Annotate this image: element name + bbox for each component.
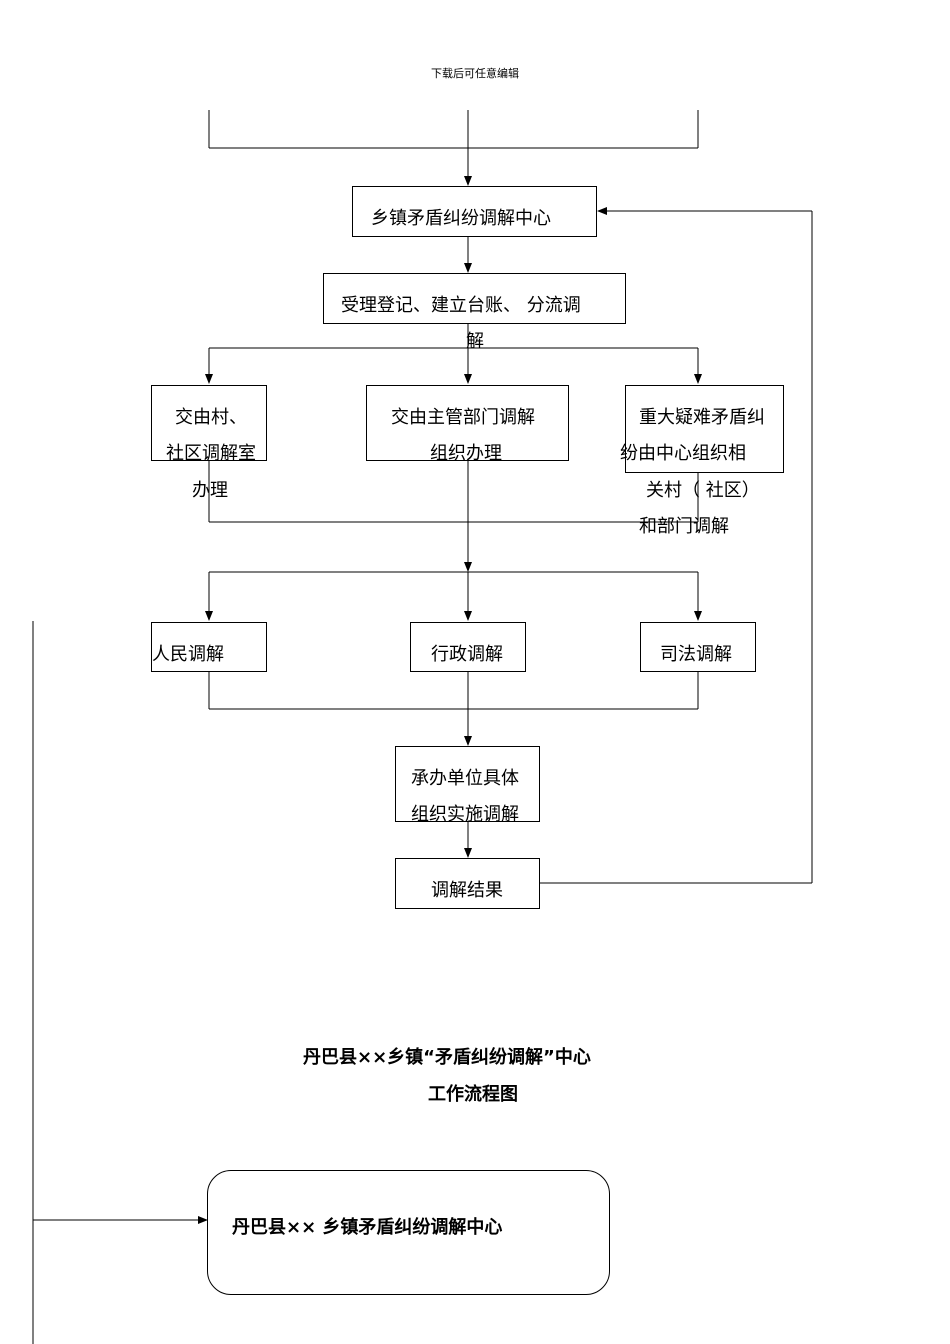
intake-box — [323, 273, 626, 324]
judicial-label: 司法调解 — [660, 644, 732, 665]
header-note: 下载后可任意编辑 — [431, 67, 519, 80]
intake-label-line1: 受理登记、建立台账、 分流调 — [341, 295, 581, 316]
result-label: 调解结果 — [431, 880, 503, 901]
intake-label-line2: 解 — [466, 331, 484, 352]
caption-subtitle: 工作流程图 — [428, 1084, 518, 1105]
village-box — [151, 385, 267, 461]
dept-box — [366, 385, 569, 461]
civil-box — [151, 622, 267, 672]
judicial-box — [640, 622, 756, 672]
center-box — [352, 186, 597, 237]
exec-box — [395, 746, 540, 822]
major-label-line2: 纷由中心组织相 — [620, 443, 746, 464]
major-box — [625, 385, 784, 473]
bottom-box-label: 丹巴县×× 乡镇矛盾纠纷调解中心 — [232, 1217, 503, 1238]
admin-label: 行政调解 — [431, 644, 503, 665]
center-box-label: 乡镇矛盾纠纷调解中心 — [371, 208, 551, 229]
village-label-line1: 交由村、 — [175, 407, 247, 428]
dept-label-line1: 交由主管部门调解 — [391, 407, 535, 428]
result-box — [395, 858, 540, 909]
exec-label-line1: 承办单位具体 — [411, 768, 519, 789]
major-label-line3: 关村（ 社区） — [646, 480, 760, 501]
exec-label-line2: 组织实施调解 — [411, 804, 519, 825]
major-label-line1: 重大疑难矛盾纠 — [639, 407, 765, 428]
major-label-line4: 和部门调解 — [639, 516, 729, 537]
civil-label: 人民调解 — [152, 644, 224, 665]
admin-box — [410, 622, 526, 672]
village-label-line3: 办理 — [192, 480, 228, 501]
bottom-rounded-box — [207, 1170, 610, 1295]
dept-label-line2: 组织办理 — [430, 443, 502, 464]
caption-title: 丹巴县××乡镇“矛盾纠纷调解”中心 — [303, 1047, 591, 1068]
village-label-line2: 社区调解室 — [166, 443, 256, 464]
